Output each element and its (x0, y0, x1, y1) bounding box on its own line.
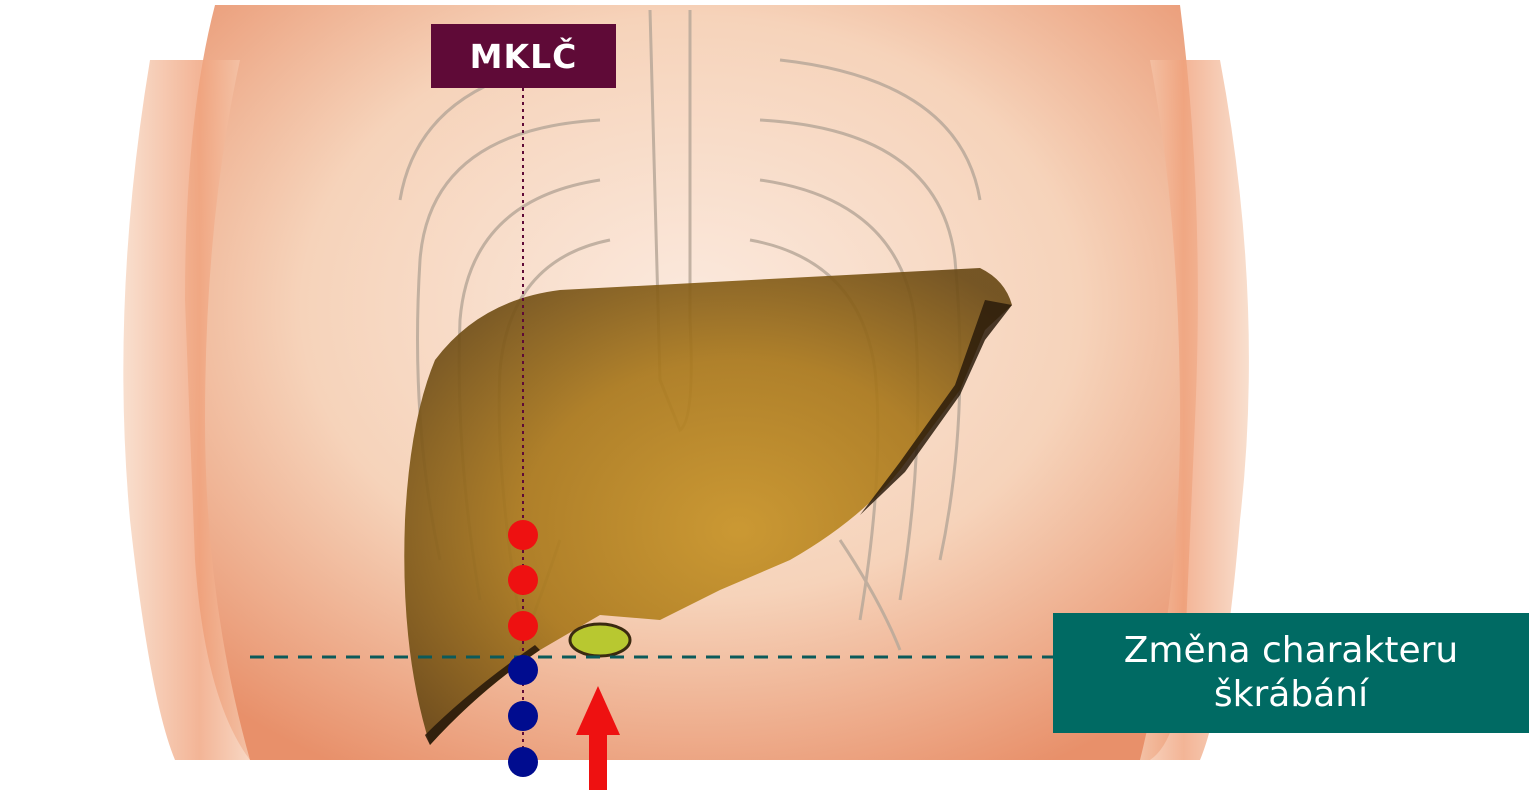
dullness-point (508, 565, 538, 595)
scratch-change-label-line1: Změna charakteru (1124, 629, 1458, 673)
gallbladder (570, 624, 630, 656)
scratch-change-label-line2: škrábání (1214, 673, 1368, 717)
scratch-change-label: Změna charakteru škrábání (1053, 613, 1529, 733)
tympany-point (508, 747, 538, 777)
tympany-point (508, 701, 538, 731)
midclavicular-line-label: MKLČ (431, 24, 616, 88)
tympany-point (508, 655, 538, 685)
dullness-point (508, 520, 538, 550)
midclavicular-line-label-text: MKLČ (470, 37, 578, 76)
dullness-point (508, 611, 538, 641)
